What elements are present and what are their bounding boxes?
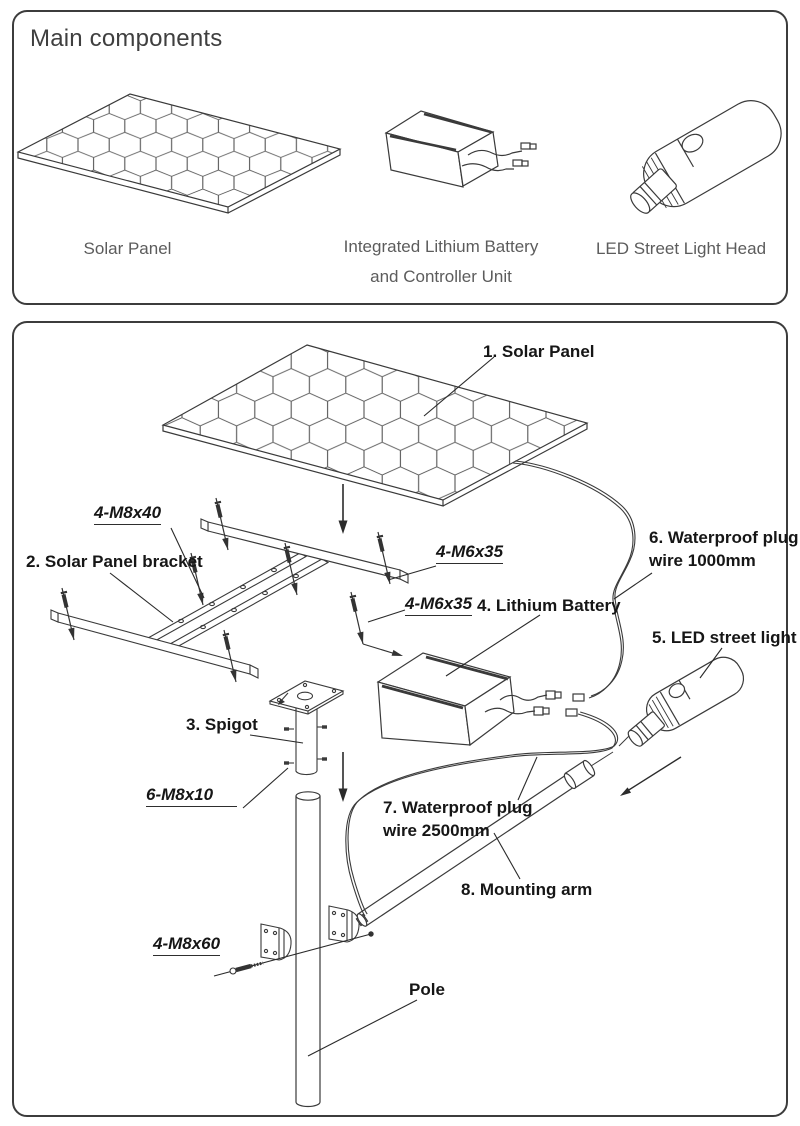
caption-solar-panel: Solar Panel [83,239,172,258]
callout-wire-2500-line2: wire 2500mm [383,821,490,840]
fastener-label-m6x35-lower: 4-M6x35 [405,594,473,616]
fastener-label-m8x60: 4-M8x60 [153,934,221,956]
callout-spigot: 3. Spigot [186,715,258,734]
fastener-label-m8x10: 6-M8x10 [146,785,238,807]
assembly-diagram-panel [12,321,788,1117]
page-title: Main components [30,25,223,52]
callout-led: 5. LED street light [652,628,797,647]
callout-wire-2500: 7. Waterproof plug wire 2500mm [383,796,533,842]
caption-battery: Integrated Lithium Battery and Controlle… [330,232,552,292]
callout-mounting-arm: 8. Mounting arm [461,880,593,899]
callout-wire-1000-line2: wire 1000mm [649,551,756,570]
callout-battery: 4. Lithium Battery [477,596,621,615]
fastener-label-m6x35-upper: 4-M6x35 [436,542,504,564]
callout-bracket: 2. Solar Panel bracket [26,552,203,571]
callout-wire-1000: 6. Waterproof plug wire 1000mm [649,526,799,572]
caption-battery-line1: Integrated Lithium Battery [343,237,539,256]
fastener-label-m8x40: 4-M8x40 [94,503,162,525]
caption-battery-line2: and Controller Unit [370,267,512,286]
caption-led-head: LED Street Light Head [595,239,767,258]
callout-wire-2500-line1: 7. Waterproof plug [383,798,533,817]
callout-pole: Pole [409,980,445,999]
callout-solar-panel: 1. Solar Panel [483,342,595,361]
callout-wire-1000-line1: 6. Waterproof plug [649,528,799,547]
